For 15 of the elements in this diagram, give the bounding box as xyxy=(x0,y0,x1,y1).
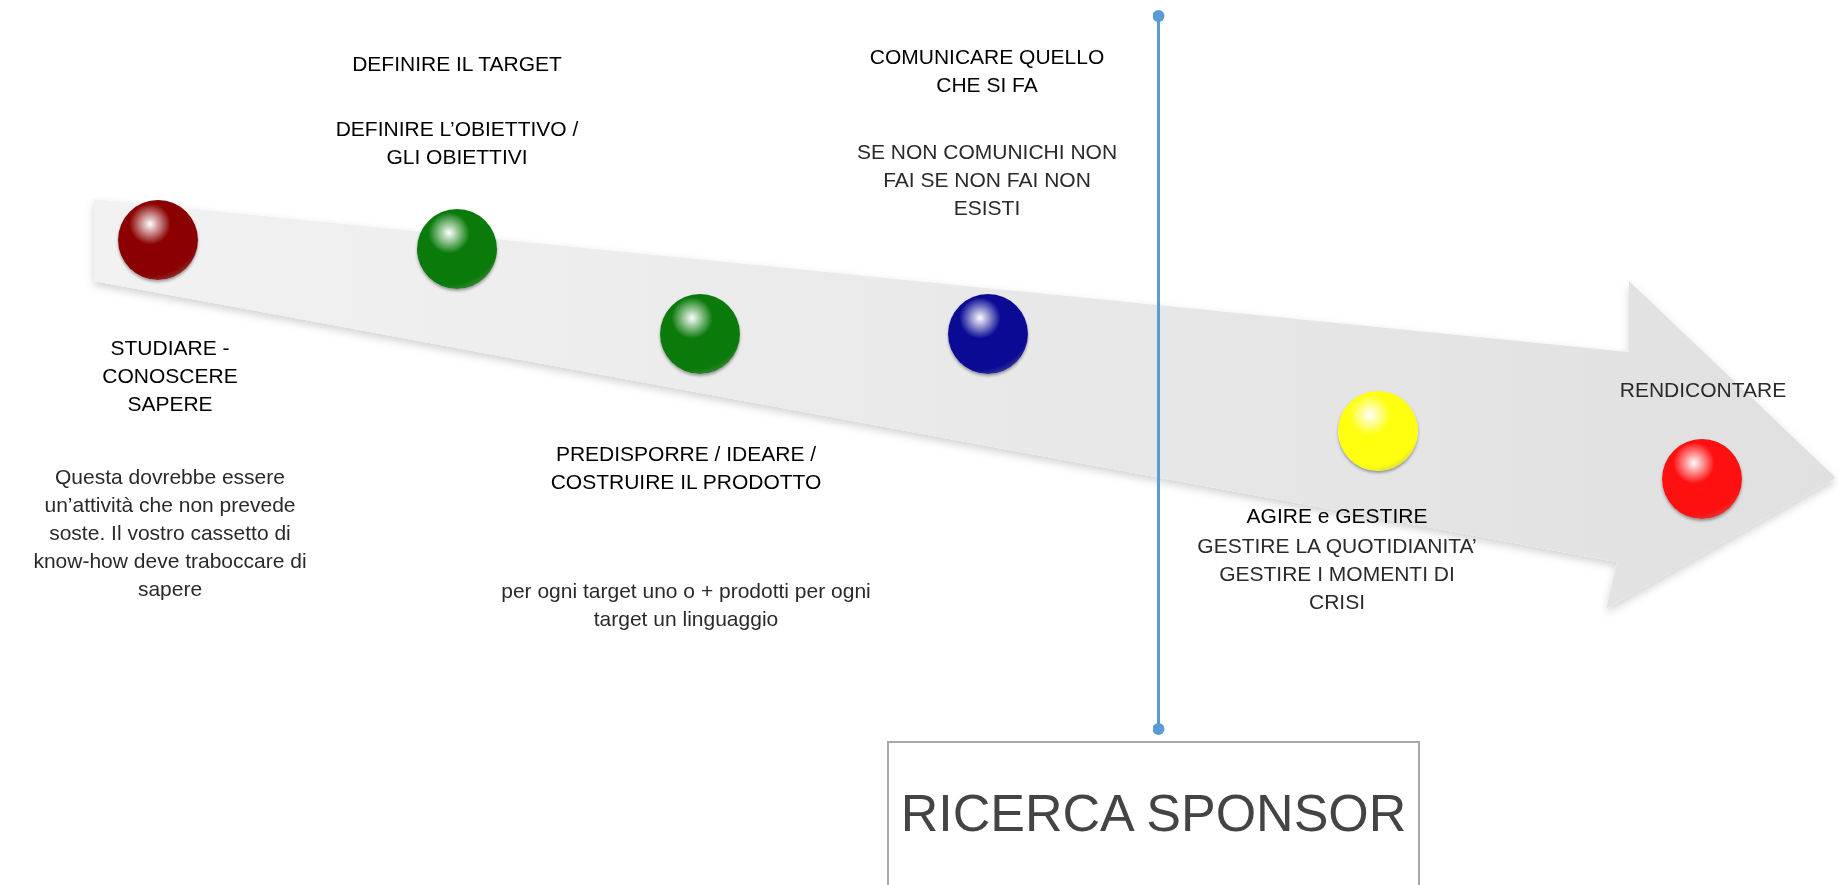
step-heading: DEFINIRE IL TARGET xyxy=(351,51,563,77)
step-heading: STUDIARE - CONOSCERE SAPERE xyxy=(101,335,239,417)
step-description: RENDICONTARE xyxy=(1618,377,1788,403)
step-heading: AGIRE e GESTIRE xyxy=(1245,503,1429,529)
step-heading: DEFINIRE L’OBIETTIVO / GLI OBIETTIVI xyxy=(334,116,580,170)
box-title: RICERCA SPONSOR xyxy=(900,783,1407,843)
marker-line xyxy=(1152,10,1165,735)
step-description: GESTIRE LA QUOTIDIANITA’ GESTIRE I MOMENTI DI CRISI xyxy=(1196,533,1478,615)
note-text: Questa dovrebbe essere un’attività che non prevede soste. Il vostro cassetto di know-how deve traboccare di sapere xyxy=(32,464,308,602)
step-heading: COMUNICARE QUELLO CHE SI FA xyxy=(868,44,1106,98)
step-description: SE NON COMUNICHI NON FAI SE NON FAI NON ESISTI xyxy=(855,139,1119,221)
circle-marker xyxy=(417,209,497,289)
step-heading: PREDISPORRE / IDEARE / COSTRUIRE IL PRODOTTO xyxy=(549,441,823,495)
note-text: per ogni target uno o + prodotti per ogni target un linguaggio xyxy=(500,578,872,632)
title-box xyxy=(887,741,1420,885)
